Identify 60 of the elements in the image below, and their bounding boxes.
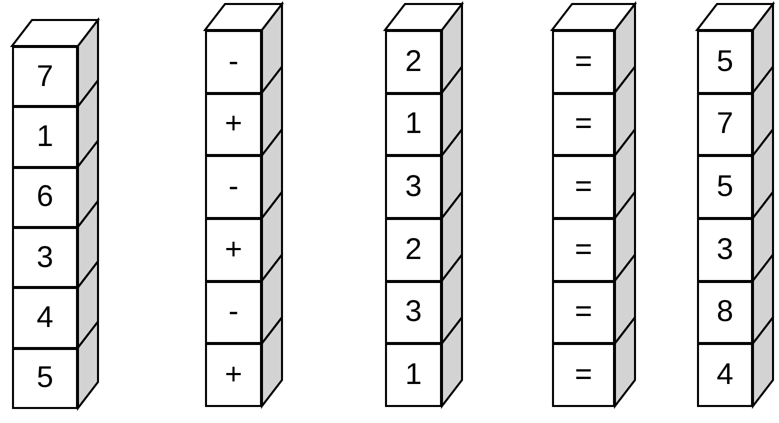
cube-symbol: + xyxy=(224,109,242,140)
cube-face xyxy=(205,343,262,407)
cube-symbol: = xyxy=(574,46,592,77)
cube-symbol: 6 xyxy=(36,182,54,212)
cube-face xyxy=(552,218,615,282)
cube-symbol: - xyxy=(228,297,238,328)
cube-face xyxy=(12,348,78,409)
cube-symbol: 7 xyxy=(716,109,734,140)
cube-face xyxy=(697,30,753,94)
cube-face xyxy=(385,30,442,94)
cube-symbol: 2 xyxy=(405,234,422,265)
cube-face xyxy=(12,106,78,168)
cube-symbol: 3 xyxy=(36,242,54,273)
cube-symbol: 1 xyxy=(405,109,422,140)
cube-face xyxy=(552,30,615,94)
cube-symbol: = xyxy=(574,234,592,265)
cube-symbol: + xyxy=(224,234,242,265)
cube-symbol: 1 xyxy=(405,360,422,390)
cube-face xyxy=(12,227,78,288)
cube-face xyxy=(385,343,442,407)
cube-face xyxy=(205,92,262,156)
cube-face xyxy=(12,166,78,228)
cube-face xyxy=(697,218,753,282)
cube-face xyxy=(697,155,753,219)
cube-symbol: 4 xyxy=(36,302,54,333)
cube-symbol: - xyxy=(228,46,238,77)
cube-face xyxy=(697,92,753,156)
cube-symbol: = xyxy=(574,172,592,202)
cube-face xyxy=(697,343,753,407)
cube-face xyxy=(12,287,78,349)
cube-face xyxy=(552,343,615,407)
cube-symbol: = xyxy=(574,109,592,140)
cube-symbol: 7 xyxy=(36,62,54,92)
cube-symbol: 8 xyxy=(716,297,734,328)
cube-face xyxy=(12,46,78,108)
cube-symbol: - xyxy=(228,172,238,202)
cube-face xyxy=(385,155,442,219)
cube-face xyxy=(205,218,262,282)
cube-face xyxy=(552,280,615,344)
cube-symbol: 3 xyxy=(716,234,734,265)
cube-symbol: 1 xyxy=(36,122,54,152)
cube-face xyxy=(697,280,753,344)
cube-symbol: 5 xyxy=(716,46,734,77)
cube-face xyxy=(205,30,262,94)
cube-face xyxy=(552,155,615,219)
cube-face xyxy=(552,92,615,156)
cube-symbol: + xyxy=(224,360,242,390)
cube-face xyxy=(385,218,442,282)
cube-face xyxy=(385,280,442,344)
cube-symbol: 2 xyxy=(405,46,422,77)
cube-symbol: = xyxy=(574,360,592,390)
cube-symbol: 5 xyxy=(716,172,734,202)
cube-symbol: 3 xyxy=(405,172,422,202)
cube-symbol: 5 xyxy=(36,363,54,394)
cube-face xyxy=(205,155,262,219)
cube-face xyxy=(385,92,442,156)
cube-symbol: = xyxy=(574,297,592,328)
cube-symbol: 4 xyxy=(716,360,734,390)
cube-face xyxy=(205,280,262,344)
cube-symbol: 3 xyxy=(405,297,422,328)
